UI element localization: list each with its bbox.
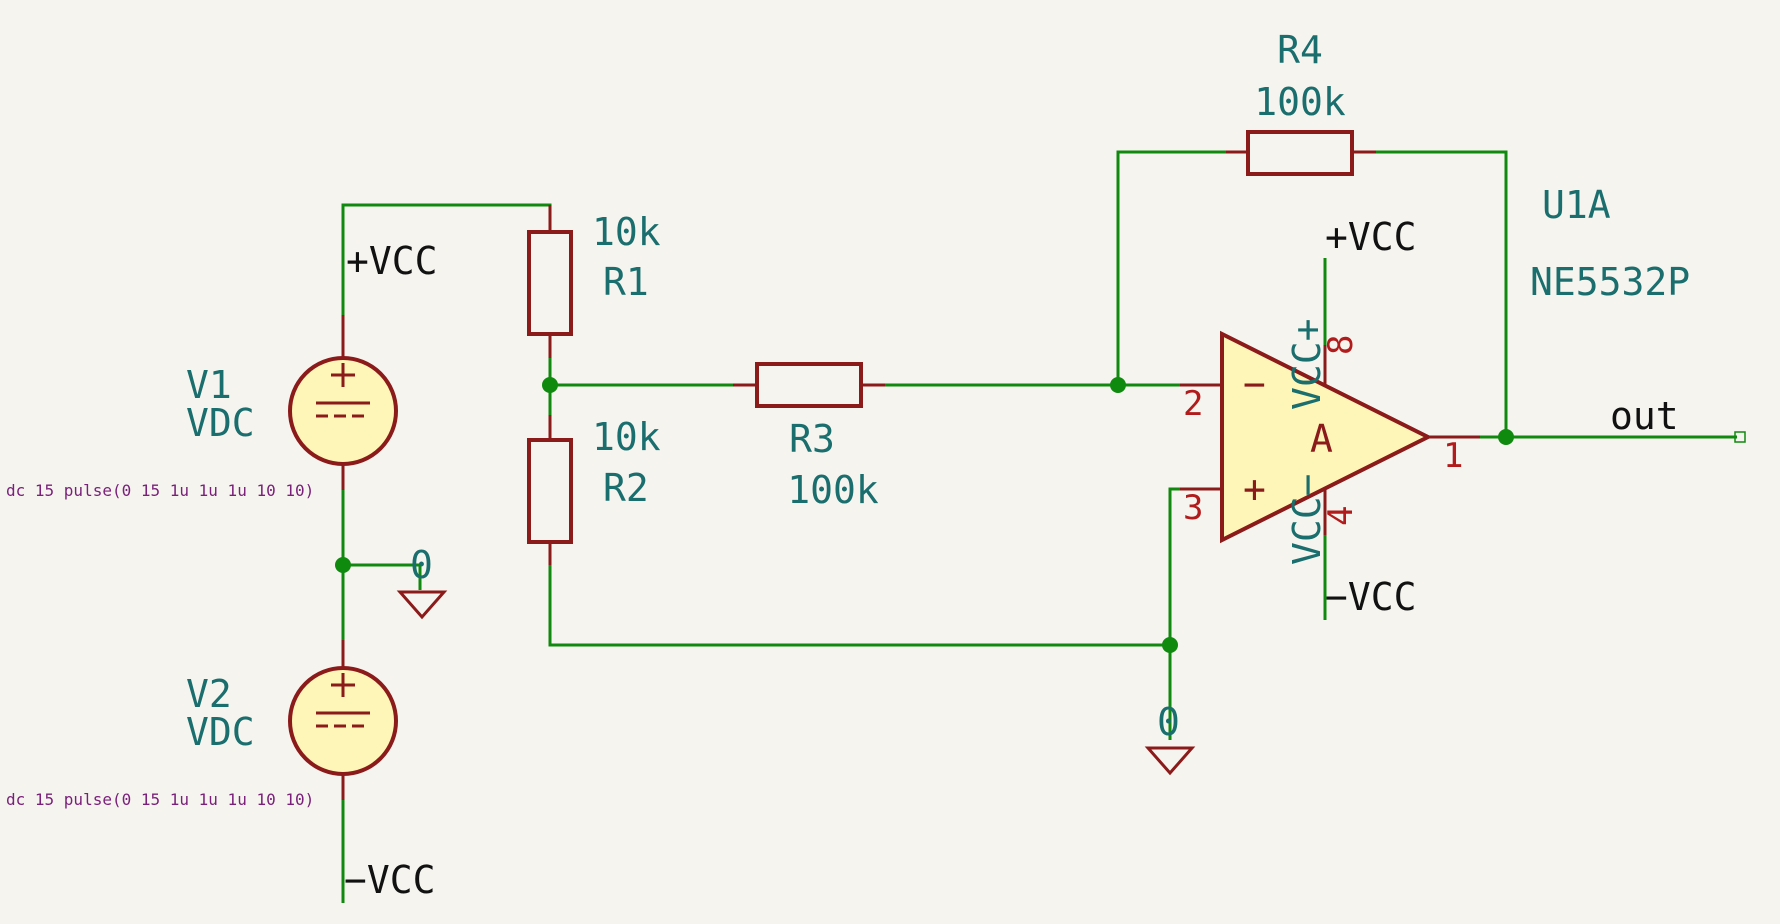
resistor-r2[interactable]: 10k R2 (527, 415, 661, 565)
junction-output (1498, 429, 1514, 445)
v1-spice: dc 15 pulse(0 15 1u 1u 1u 10 10) (6, 481, 314, 500)
resistor-r3[interactable]: R3 100k (733, 362, 885, 512)
u1-value: NE5532P (1530, 260, 1690, 304)
opamp-inv-symbol: − (1243, 362, 1266, 406)
ground-right: 0 (1144, 700, 1196, 776)
r3-ref: R3 (789, 417, 835, 461)
u1-ref: U1A (1542, 183, 1611, 227)
r3-value: 100k (787, 468, 879, 512)
junction-gnd-right (1162, 637, 1178, 653)
source-v2[interactable]: V2 VDC dc 15 pulse(0 15 1u 1u 1u 10 10) (6, 640, 398, 809)
opamp-unit: A (1310, 417, 1333, 461)
ground-left-icon (396, 590, 448, 620)
opamp-vpos-name: VCC+ (1285, 318, 1329, 410)
source-v1[interactable]: V1 VDC dc 15 pulse(0 15 1u 1u 1u 10 10) (6, 315, 398, 500)
v2-value: VDC (186, 710, 255, 754)
junction-gnd-left (335, 557, 351, 573)
resistor-r1[interactable]: 10k R1 (527, 205, 661, 358)
pin-3: 3 (1183, 488, 1203, 528)
pin-1: 1 (1443, 436, 1463, 476)
gnd-left-label: 0 (410, 543, 433, 587)
r1-value: 10k (592, 210, 661, 254)
net-labels: +VCC −VCC +VCC −VCC out (344, 215, 1679, 902)
opamp-body (1220, 330, 1433, 544)
r4-ref: R4 (1277, 28, 1323, 72)
r2-ref: R2 (603, 466, 649, 510)
v1-value: VDC (186, 401, 255, 445)
ground-left: 0 (396, 543, 448, 620)
opamp-u1a[interactable]: − + A 2 3 1 8 4 VCC+ VCC− U1A NE5532P (1180, 183, 1690, 565)
wire-gnd-left (343, 563, 422, 590)
wire-inv-to-r4 (1116, 150, 1246, 385)
junction-divider (542, 377, 558, 393)
wire-noninv-to-gnd (1168, 487, 1180, 740)
out-terminal[interactable] (1734, 431, 1746, 443)
opamp-noninv-symbol: + (1243, 467, 1266, 511)
gnd-right-label: 0 (1157, 700, 1180, 744)
r2-value: 10k (592, 415, 661, 459)
v1-ref: V1 (186, 363, 232, 407)
net-opamp-vee: −VCC (1325, 575, 1417, 619)
junction-inverting (1110, 377, 1126, 393)
ground-right-icon (1144, 746, 1196, 776)
pin-8: 8 (1321, 335, 1361, 355)
v2-spice: dc 15 pulse(0 15 1u 1u 1u 10 10) (6, 790, 314, 809)
wire-r4-to-out (1352, 150, 1508, 437)
pin-4: 4 (1321, 506, 1361, 526)
junctions (335, 377, 1514, 653)
net-vcc-v1: +VCC (346, 239, 438, 283)
v2-ref: V2 (186, 672, 232, 716)
net-vee-v2: −VCC (344, 858, 436, 902)
net-out: out (1610, 394, 1679, 438)
pin-2: 2 (1183, 384, 1203, 424)
r1-ref: R1 (603, 260, 649, 304)
net-opamp-vcc: +VCC (1325, 215, 1417, 259)
wire-r2-to-gnd (548, 540, 1170, 647)
r4-value: 100k (1254, 80, 1346, 124)
resistor-r4[interactable]: R4 100k (1226, 28, 1376, 176)
opamp-vneg-name: VCC− (1285, 473, 1329, 565)
